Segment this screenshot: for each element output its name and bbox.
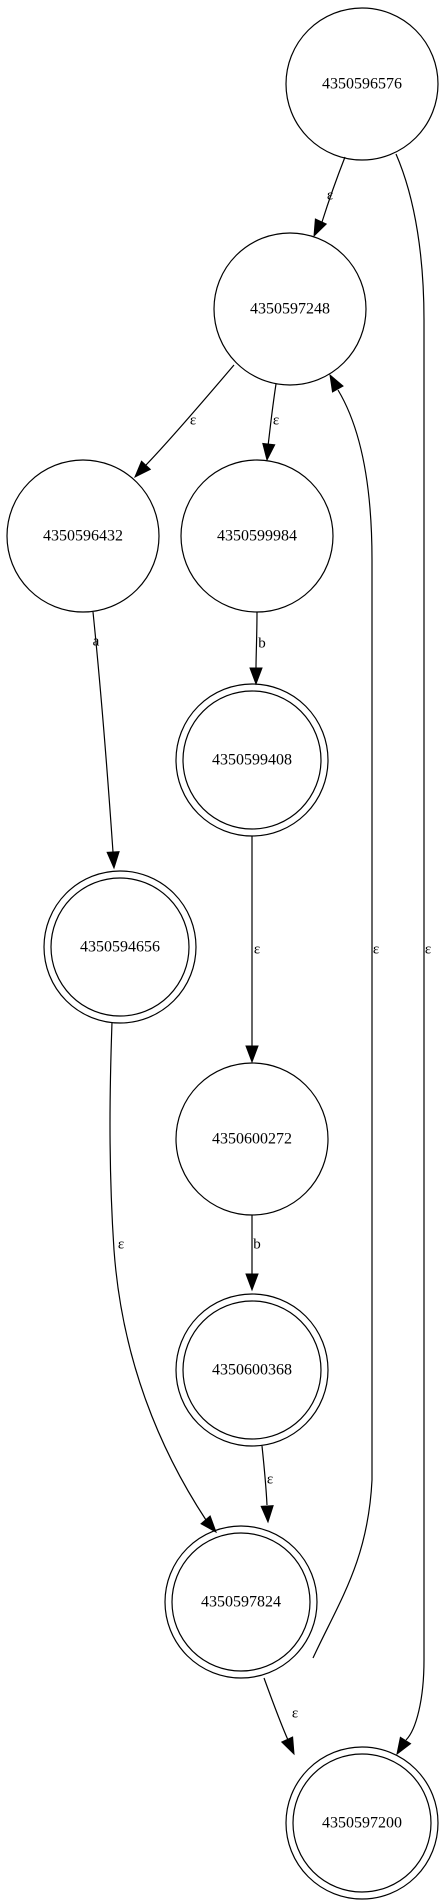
state-node-4350596432[interactable]: 4350596432 bbox=[6, 459, 160, 613]
state-label: 4350599984 bbox=[217, 528, 297, 545]
state-circle bbox=[285, 7, 439, 161]
edge-line bbox=[267, 383, 277, 447]
edge-label: ε bbox=[292, 1705, 298, 1721]
edge-4350596576-to-4350597248: ε bbox=[313, 156, 346, 238]
state-node-4350599984[interactable]: 4350599984 bbox=[180, 459, 334, 613]
edge-4350600272-to-4350600368: b bbox=[245, 1215, 261, 1292]
edge-label: ε bbox=[373, 941, 379, 957]
state-label: 4350594656 bbox=[80, 939, 160, 956]
state-circle bbox=[213, 232, 367, 386]
edge-label: a bbox=[93, 633, 100, 649]
edge-4350596576-to-4350597200: ε bbox=[395, 153, 431, 1756]
state-node-4350594656[interactable]: 4350594656 bbox=[43, 870, 197, 1024]
state-label: 4350596432 bbox=[43, 528, 123, 545]
edge-label: ε bbox=[327, 187, 333, 203]
edge-4350597248-to-4350596432: ε bbox=[134, 364, 235, 479]
state-label: 4350597824 bbox=[201, 1594, 281, 1611]
state-label: 4350596576 bbox=[322, 76, 402, 93]
state-node-4350599408[interactable]: 4350599408 bbox=[175, 683, 329, 837]
arrowhead bbox=[245, 1045, 259, 1064]
nodes-layer: 4350596576 4350597248 4350596432 4350599984… bbox=[6, 7, 439, 1900]
edge-4350600368-to-4350597824: ε bbox=[260, 1445, 274, 1524]
edge-line bbox=[312, 389, 373, 1659]
edge-line bbox=[145, 364, 235, 466]
edge-line bbox=[255, 611, 258, 669]
edges-layer: ε ε ε ε a b ε ε b ε ε ε bbox=[92, 153, 431, 1756]
arrowhead bbox=[134, 460, 152, 479]
arrowhead bbox=[313, 218, 328, 238]
edge-label: ε bbox=[254, 941, 260, 957]
state-circle bbox=[180, 459, 334, 613]
edge-4350597248-to-4350599984: ε bbox=[262, 383, 279, 462]
edge-line bbox=[395, 153, 425, 1741]
edge-line bbox=[261, 1445, 268, 1506]
accepting-ring bbox=[171, 1532, 311, 1672]
state-circle bbox=[175, 1062, 329, 1216]
state-label: 4350597248 bbox=[250, 301, 330, 318]
state-node-4350600272[interactable]: 4350600272 bbox=[175, 1062, 329, 1216]
state-circle bbox=[175, 1293, 329, 1447]
arrowhead bbox=[396, 1736, 412, 1756]
arrowhead bbox=[249, 667, 263, 686]
state-node-4350597200[interactable]: 4350597200 bbox=[285, 1746, 439, 1900]
state-node-4350600368[interactable]: 4350600368 bbox=[175, 1293, 329, 1447]
state-label: 4350600368 bbox=[212, 1362, 292, 1379]
edge-4350594656-to-4350597824: ε bbox=[109, 1021, 217, 1534]
state-label: 4350599408 bbox=[212, 752, 292, 769]
edge-label: ε bbox=[267, 1471, 273, 1487]
edge-4350599984-to-4350599408: b bbox=[249, 611, 266, 686]
state-label: 4350597200 bbox=[322, 1815, 402, 1832]
edge-4350599408-to-4350600272: ε bbox=[245, 836, 260, 1064]
edge-line bbox=[92, 611, 114, 853]
state-circle bbox=[175, 683, 329, 837]
arrowhead bbox=[329, 373, 344, 393]
state-circle bbox=[43, 870, 197, 1024]
edge-line bbox=[263, 1677, 289, 1741]
accepting-ring bbox=[182, 690, 322, 830]
arrowhead bbox=[106, 851, 120, 870]
edge-label: b bbox=[258, 635, 266, 651]
arrowhead bbox=[262, 442, 276, 462]
state-node-4350596576[interactable]: 4350596576 bbox=[285, 7, 439, 161]
state-label: 4350600272 bbox=[212, 1131, 292, 1148]
arrowhead bbox=[200, 1515, 217, 1534]
state-circle bbox=[6, 459, 160, 613]
accepting-ring bbox=[50, 877, 190, 1017]
edge-4350596432-to-4350594656: a bbox=[92, 611, 120, 870]
arrowhead bbox=[280, 1736, 295, 1756]
state-circle bbox=[285, 1746, 439, 1900]
arrowhead bbox=[260, 1505, 274, 1524]
edge-line bbox=[321, 156, 346, 223]
state-node-4350597824[interactable]: 4350597824 bbox=[164, 1525, 318, 1679]
arrowhead bbox=[245, 1273, 259, 1292]
accepting-ring bbox=[182, 1300, 322, 1440]
edge-label: ε bbox=[190, 412, 196, 428]
edge-4350597824-to-4350597200: ε bbox=[263, 1677, 298, 1756]
edge-4350597824-to-4350597248: ε bbox=[312, 373, 379, 1659]
edge-label: ε bbox=[118, 1236, 124, 1252]
edge-label: ε bbox=[273, 412, 279, 428]
edge-label: ε bbox=[425, 941, 431, 957]
state-circle bbox=[164, 1525, 318, 1679]
state-node-4350597248[interactable]: 4350597248 bbox=[213, 232, 367, 386]
edge-line bbox=[109, 1021, 207, 1521]
accepting-ring bbox=[292, 1753, 432, 1893]
edge-label: b bbox=[253, 1236, 261, 1252]
